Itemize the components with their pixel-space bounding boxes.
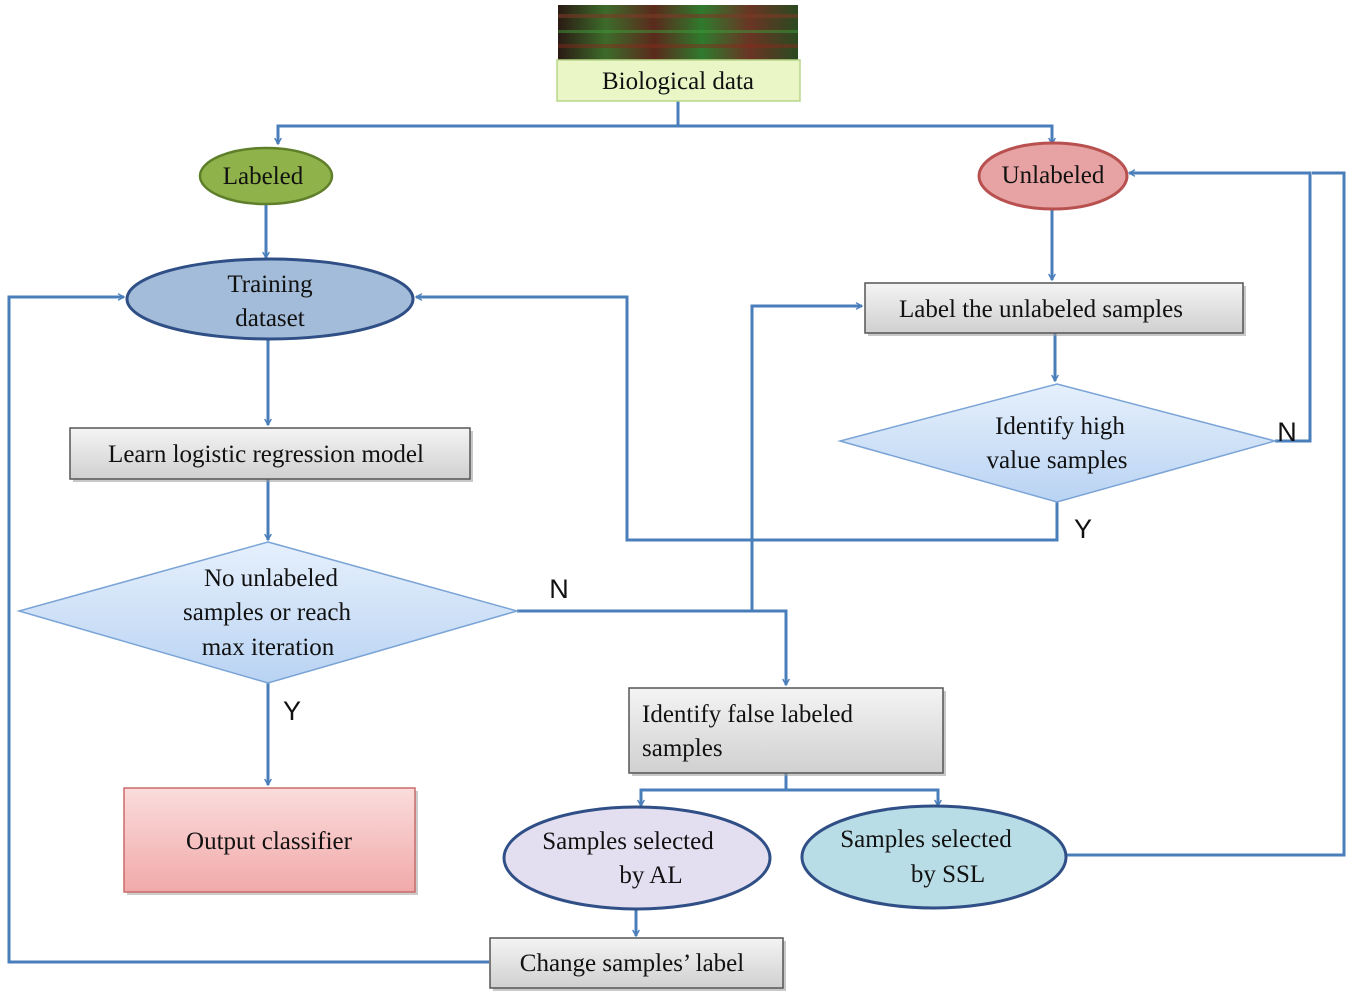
unlabeled-node: Unlabeled <box>977 141 1129 211</box>
change-label-node: Change samples’ label <box>489 937 786 991</box>
selected-al-node: Samples selected by AL <box>502 805 772 911</box>
edge-stop-no <box>517 609 786 685</box>
identify-high-value-line-2: value samples <box>987 447 1128 474</box>
stop-yes-label: Y <box>283 696 301 726</box>
training-dataset-line-2: dataset <box>235 305 304 332</box>
stop-condition-line-2: samples or reach <box>183 599 351 626</box>
high-value-yes-label: Y <box>1074 514 1092 544</box>
training-dataset-node: Training dataset <box>125 257 415 341</box>
selected-ssl-node: Samples selected by SSL <box>800 804 1068 910</box>
labeled-label: Labeled <box>223 163 304 190</box>
identify-false-line-2: samples <box>642 735 723 762</box>
labeled-node: Labeled <box>198 146 334 206</box>
edge-high-value-yes <box>416 297 1059 542</box>
stop-condition-line-3: max iteration <box>202 634 335 661</box>
label-unlabeled-node: Label the unlabeled samples <box>864 282 1246 336</box>
edge-false-to-ssl <box>786 788 938 806</box>
edge-stop-no-to-label <box>750 306 862 611</box>
training-dataset-line-1: Training <box>227 271 313 298</box>
edge-false-split <box>641 772 788 806</box>
connectors <box>7 101 1346 964</box>
edge-biodata-to-unlabeled <box>678 124 1052 144</box>
label-unlabeled-label: Label the unlabeled samples <box>899 296 1183 323</box>
identify-high-value-node: Identify high value samples <box>837 383 1278 503</box>
high-value-no-label: N <box>1277 417 1297 447</box>
edge-ssl-to-unlabeled <box>1067 171 1346 857</box>
learn-lr-node: Learn logistic regression model <box>69 427 473 482</box>
biological-data-node: Biological data <box>556 5 801 102</box>
biological-data-label: Biological data <box>602 68 754 95</box>
stop-no-label: N <box>549 574 569 604</box>
selected-ssl-line-1: Samples selected <box>840 826 1012 853</box>
identify-false-node: Identify false labeled samples <box>628 687 946 776</box>
stop-condition-node: No unlabeled samples or reach max iterat… <box>16 541 520 684</box>
selected-al-line-2: by AL <box>619 862 682 889</box>
learn-lr-label: Learn logistic regression model <box>108 441 424 468</box>
edge-change-to-training <box>7 297 489 964</box>
change-label-label: Change samples’ label <box>520 950 745 977</box>
output-classifier-label: Output classifier <box>186 828 353 855</box>
unlabeled-label: Unlabeled <box>1002 162 1105 189</box>
selected-ssl-line-2: by SSL <box>911 861 985 888</box>
identify-false-line-1: Identify false labeled <box>642 701 854 728</box>
stop-condition-line-1: No unlabeled <box>204 565 338 592</box>
selected-al-line-1: Samples selected <box>542 828 714 855</box>
edge-high-value-no <box>1129 173 1312 443</box>
edge-labels: N Y N Y <box>283 417 1297 726</box>
output-classifier-node: Output classifier <box>123 787 418 895</box>
edge-biodata-split <box>278 101 680 144</box>
identify-high-value-line-1: Identify high <box>995 413 1125 440</box>
